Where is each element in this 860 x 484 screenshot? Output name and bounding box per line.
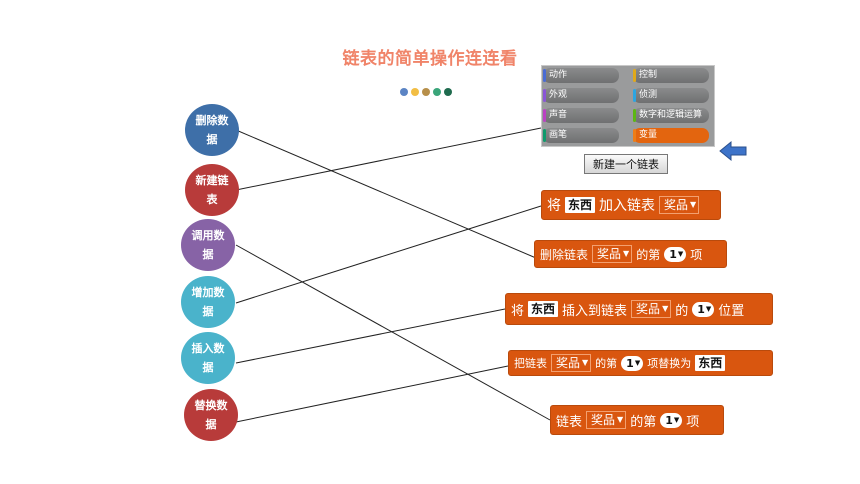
category-color-bar [543,129,546,142]
line-insert [235,308,506,364]
circle-add-data[interactable]: 增加数据 [181,276,235,328]
category-color-bar [633,109,636,122]
category-motion[interactable]: 动作 [543,68,619,83]
circle-insert-data[interactable]: 插入数据 [181,332,235,384]
dot-1 [400,88,408,96]
circle-replace-data[interactable]: 替换数据 [184,389,238,441]
list-dropdown[interactable]: 奖品▼ [586,411,627,429]
dot-2 [411,88,419,96]
list-dropdown[interactable]: 奖品▼ [631,300,672,318]
dropdown-arrow-icon: ▼ [705,304,712,313]
page-title: 链表的简单操作连连看 [342,49,518,69]
dropdown-arrow-icon: ▼ [623,249,630,258]
category-control[interactable]: 控制 [633,68,709,83]
pointer-arrow-icon [719,140,747,162]
decorative-dots [400,88,452,96]
dot-3 [422,88,430,96]
category-looks[interactable]: 外观 [543,88,619,103]
line-get [235,244,551,421]
category-color-bar [633,129,636,142]
block-palette: 动作 控制 外观 侦测 声音 数字和逻辑运算 画笔 变量 [541,65,715,147]
dropdown-arrow-icon: ▼ [690,200,697,209]
item-input[interactable]: 东西 [695,355,726,371]
category-operators[interactable]: 数字和逻辑运算 [633,108,709,123]
line-add [235,205,542,304]
dropdown-arrow-icon: ▼ [662,304,669,313]
dropdown-arrow-icon: ▼ [634,358,641,367]
list-dropdown[interactable]: 奖品▼ [659,196,700,214]
category-sensing[interactable]: 侦测 [633,88,709,103]
block-add-to-list[interactable]: 将 东西 加入链表 奖品▼ [541,190,721,220]
category-variables[interactable]: 变量 [633,128,709,143]
item-input[interactable]: 东西 [528,301,559,317]
index-dropdown[interactable]: 1▼ [660,412,683,428]
block-delete-item[interactable]: 删除链表 奖品▼ 的第 1▼ 项 [534,240,727,268]
block-replace-item[interactable]: 把链表 奖品▼ 的第 1▼ 项替换为 东西 [508,350,773,376]
new-list-button[interactable]: 新建一个链表 [584,154,668,174]
category-color-bar [633,89,636,102]
dropdown-arrow-icon: ▼ [677,249,684,258]
category-pen[interactable]: 画笔 [543,128,619,143]
dropdown-arrow-icon: ▼ [617,415,624,424]
category-color-bar [543,89,546,102]
category-sound[interactable]: 声音 [543,108,619,123]
category-color-bar [633,69,636,82]
dot-5 [444,88,452,96]
item-input[interactable]: 东西 [565,197,596,213]
index-dropdown[interactable]: 1▼ [664,246,687,262]
category-color-bar [543,69,546,82]
dropdown-arrow-icon: ▼ [673,415,680,424]
index-dropdown[interactable]: 1▼ [621,355,644,371]
list-dropdown[interactable]: 奖品▼ [551,354,592,372]
dot-4 [433,88,441,96]
dropdown-arrow-icon: ▼ [582,358,589,367]
circle-new-list[interactable]: 新建链表 [185,164,239,216]
line-replace [235,365,509,423]
circle-delete-data[interactable]: 删除数据 [185,104,239,156]
block-insert-item[interactable]: 将 东西 插入到链表 奖品▼ 的 1▼ 位置 [505,293,773,325]
category-color-bar [543,109,546,122]
circle-get-data[interactable]: 调用数据 [181,219,235,271]
list-dropdown[interactable]: 奖品▼ [592,245,633,263]
line-new-list [235,127,542,191]
index-dropdown[interactable]: 1▼ [692,301,715,317]
line-delete [235,129,537,259]
block-get-item[interactable]: 链表 奖品▼ 的第 1▼ 项 [550,405,724,435]
